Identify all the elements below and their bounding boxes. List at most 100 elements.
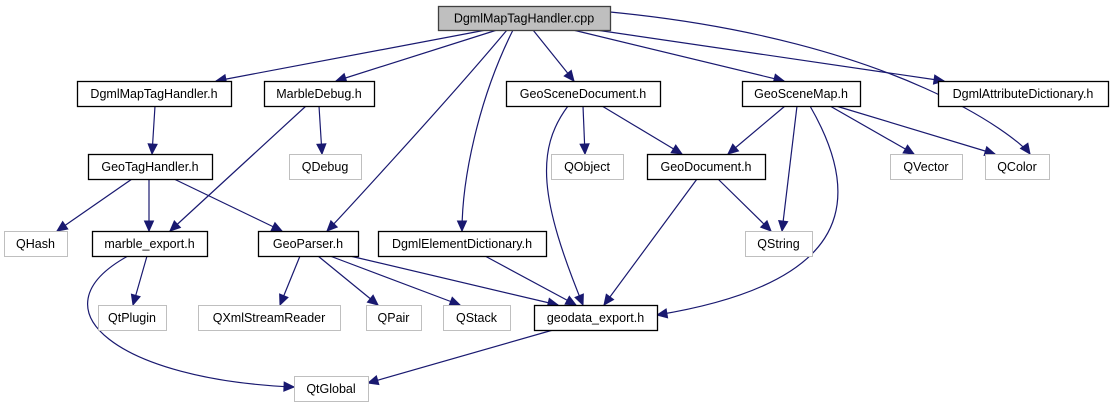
edge-mexport-to-qtglobal <box>87 255 296 392</box>
arrowhead-icon <box>316 143 327 156</box>
node-box <box>741 80 862 108</box>
arrowhead-icon <box>1019 142 1031 155</box>
arrowhead-icon <box>579 143 590 156</box>
arrowhead-icon <box>603 293 615 306</box>
edges-layer <box>55 11 1031 392</box>
arrowhead-icon <box>902 144 916 155</box>
edge-line <box>173 178 283 232</box>
edge-geotag-to-geoparser <box>173 178 284 232</box>
arrowhead-icon <box>326 219 339 232</box>
node-label: geodata_export.h <box>547 311 644 325</box>
edge-line <box>461 29 514 232</box>
edge-geodoc-to-gdexport <box>603 178 698 306</box>
edge-line <box>56 178 133 232</box>
node-qtplugin[interactable]: QtPlugin <box>98 305 167 331</box>
arrowhead-icon <box>270 221 284 232</box>
node-dad[interactable]: DgmlAttributeDictionary.h <box>937 80 1110 108</box>
edge-line <box>829 105 915 155</box>
edge-line <box>601 105 683 155</box>
node-box <box>366 305 422 331</box>
node-label: GeoParser.h <box>273 237 343 251</box>
arrowhead-icon <box>366 294 379 306</box>
node-qstack[interactable]: QStack <box>443 305 511 331</box>
node-gsdoc[interactable]: GeoSceneDocument.h <box>505 80 662 108</box>
node-label: DgmlMapTagHandler.cpp <box>454 12 594 26</box>
arrowhead-icon <box>169 220 182 232</box>
node-box <box>890 154 963 180</box>
edge-marbledebug-to-qdebug <box>316 105 327 156</box>
node-box <box>437 5 612 32</box>
node-label: DgmlAttributeDictionary.h <box>953 87 1094 101</box>
node-qvector[interactable]: QVector <box>890 154 963 180</box>
edge-geoparser-to-qxml <box>279 255 301 307</box>
node-qhash[interactable]: QHash <box>4 231 68 257</box>
node-qtglobal[interactable]: QtGlobal <box>294 376 369 402</box>
edge-root-to-qcolor <box>609 11 1031 155</box>
node-qcolor[interactable]: QColor <box>985 154 1050 180</box>
edge-line <box>572 29 785 82</box>
edge-gsmap-to-gdexport <box>655 105 839 319</box>
node-box <box>377 230 548 258</box>
node-label: GeoDocument.h <box>660 160 751 174</box>
node-label: GeoSceneDocument.h <box>520 87 647 101</box>
edge-line <box>329 255 461 306</box>
node-box <box>198 305 341 331</box>
node-geotag[interactable]: GeoTagHandler.h <box>87 153 214 181</box>
nodes-layer: DgmlMapTagHandler.cppDgmlMapTagHandler.h… <box>4 5 1110 402</box>
node-geodoc[interactable]: GeoDocument.h <box>646 153 767 181</box>
node-label: QColor <box>997 160 1037 174</box>
edge-line <box>317 255 379 306</box>
node-box <box>745 231 813 257</box>
node-box <box>263 80 376 108</box>
arrowhead-icon <box>655 308 669 319</box>
node-ded[interactable]: DgmlElementDictionary.h <box>377 230 548 258</box>
node-label: QXmlStreamReader <box>213 311 326 325</box>
node-label: QVector <box>903 160 948 174</box>
node-dmth_h[interactable]: DgmlMapTagHandler.h <box>76 80 233 108</box>
node-root[interactable]: DgmlMapTagHandler.cpp <box>437 5 612 32</box>
edge-gsmap-to-qstring <box>778 105 798 233</box>
edge-gsmap-to-geodoc <box>727 105 786 155</box>
edge-gsmap-to-qcolor <box>835 105 997 157</box>
node-box <box>294 376 369 402</box>
node-qobject[interactable]: QObject <box>551 154 624 180</box>
node-box <box>289 154 362 180</box>
arrowhead-icon <box>283 381 296 392</box>
edge-ded-to-gdexport <box>484 255 578 306</box>
node-box <box>91 230 209 258</box>
edge-geodoc-to-qstring <box>717 178 772 232</box>
node-qxml[interactable]: QXmlStreamReader <box>198 305 341 331</box>
node-qpair[interactable]: QPair <box>366 305 422 331</box>
edge-line <box>717 178 772 232</box>
node-box <box>533 304 659 332</box>
node-gsmap[interactable]: GeoSceneMap.h <box>741 80 862 108</box>
arrowhead-icon <box>448 296 462 307</box>
node-box <box>443 305 511 331</box>
arrowhead-icon <box>564 295 578 306</box>
edge-line <box>215 29 487 82</box>
edge-line <box>326 29 508 232</box>
node-box <box>87 153 214 181</box>
node-box <box>257 230 360 258</box>
edge-root-to-dmth_h <box>214 29 487 85</box>
arrowhead-icon <box>147 143 158 156</box>
node-gdexport[interactable]: geodata_export.h <box>533 304 659 332</box>
edge-line <box>349 255 559 306</box>
node-qstring[interactable]: QString <box>745 231 813 257</box>
edge-geoparser-to-qstack <box>329 255 462 307</box>
node-box <box>937 80 1110 108</box>
arrowhead-icon <box>279 293 289 307</box>
edge-line <box>87 255 295 388</box>
node-mexport[interactable]: marble_export.h <box>91 230 209 258</box>
arrowhead-icon <box>143 220 155 233</box>
edge-line <box>484 255 577 306</box>
node-qdebug[interactable]: QDebug <box>289 154 362 180</box>
node-label: QPair <box>378 311 410 325</box>
node-marbledebug[interactable]: MarbleDebug.h <box>263 80 376 108</box>
node-label: MarbleDebug.h <box>276 87 362 101</box>
edge-gsdoc-to-gdexport <box>546 105 584 307</box>
arrowhead-icon <box>563 69 575 82</box>
node-geoparser[interactable]: GeoParser.h <box>257 230 360 258</box>
edge-line <box>367 329 554 384</box>
